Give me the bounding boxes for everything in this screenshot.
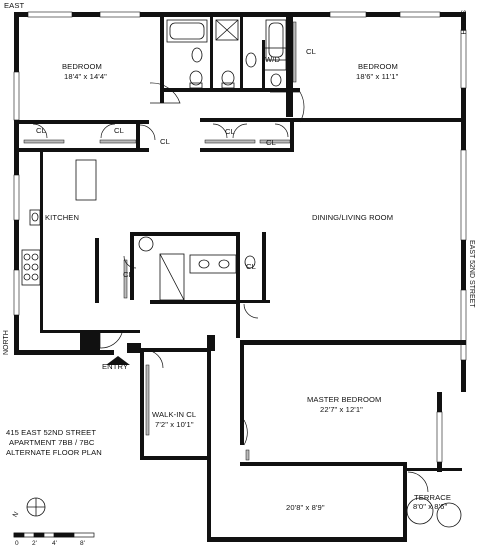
scale-mark: 8' [80, 540, 85, 547]
apartment-line: APARTMENT 7BB / 7BC [9, 438, 95, 447]
room-size: 18'4" x 14'4" [64, 72, 107, 81]
closet-label: CL [123, 270, 133, 279]
closet-label: CL [225, 127, 235, 136]
room-name: WALK-IN CL [152, 410, 197, 419]
entry-arrow-icon [106, 356, 130, 365]
entry-label: ENTRY [102, 362, 129, 371]
room-name: MASTER BEDROOM [307, 395, 382, 404]
compass-south: SOUTH [459, 10, 466, 35]
closet-label: CL [246, 262, 256, 271]
closet-shelves [23, 21, 297, 461]
room-name: DINING/LIVING ROOM [312, 213, 394, 222]
room-size: 22'7" x 12'1" [320, 405, 363, 414]
room-size: 8'0" x 8'6" [413, 502, 448, 511]
scale-mark: 0 [15, 540, 19, 547]
room-size: 18'6" x 11'1" [356, 72, 399, 81]
address-line: 415 EAST 52ND STREET [6, 428, 97, 437]
room-name: TERRACE [414, 493, 451, 502]
kitchen-island [75, 159, 97, 201]
compass-east: EAST [4, 1, 25, 10]
sink [191, 47, 203, 63]
closet-label: CL [36, 126, 46, 135]
closet-label: CL [306, 47, 316, 56]
north-arrow-icon [26, 497, 46, 517]
closet-label: CL [160, 137, 170, 146]
street-label: EAST 52ND STREET [468, 240, 475, 308]
fixtures [21, 19, 462, 528]
doors [32, 82, 429, 493]
closet-label: CL [114, 126, 124, 135]
scale-bar [13, 532, 95, 538]
wd-label: W/D [265, 55, 281, 64]
toilet [221, 70, 235, 86]
room-name: BEDROOM [62, 62, 102, 71]
compass-north: NORTH [3, 330, 10, 355]
windows [13, 11, 467, 463]
toilet [189, 70, 203, 86]
scale-mark: 4' [52, 540, 57, 547]
room-name: BEDROOM [358, 62, 398, 71]
plan-type-line: ALTERNATE FLOOR PLAN [6, 448, 102, 457]
scale-mark: 2' [32, 540, 37, 547]
interior-walls [19, 17, 466, 540]
room-size: 20'8" x 8'9" [286, 503, 325, 512]
bathtub [166, 19, 208, 43]
room-name: KITCHEN [45, 213, 80, 222]
room-size: 7'2" x 10'1" [155, 420, 194, 429]
sink [245, 52, 257, 68]
closet-label: CL [266, 138, 276, 147]
